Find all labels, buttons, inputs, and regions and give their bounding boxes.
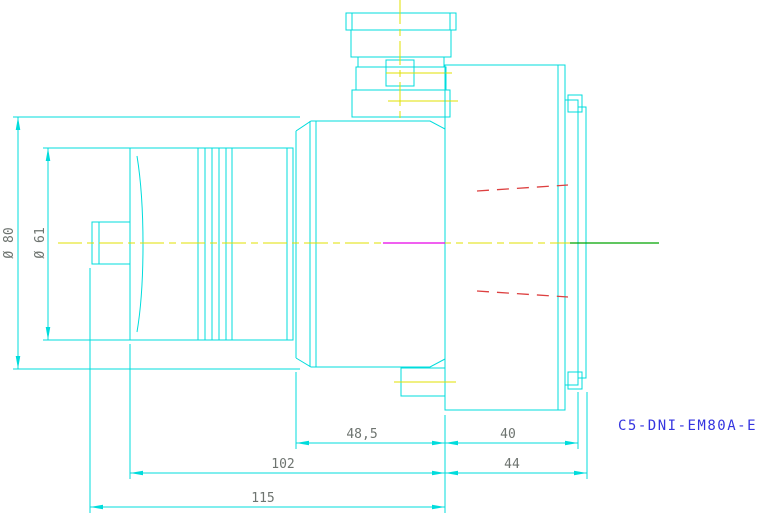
cap-outline — [345, 12, 457, 31]
dim-label-40: 40 — [500, 427, 516, 442]
mounting-flange — [564, 94, 587, 390]
front-barrel — [129, 147, 294, 341]
housing-outline — [444, 64, 566, 411]
hidden-lines — [476, 184, 569, 298]
dim-label-dia-61: Ø 61 — [33, 227, 48, 258]
dim-label-102: 102 — [271, 457, 294, 472]
dim-44: 44 — [445, 392, 588, 479]
dim-label-44: 44 — [504, 457, 520, 472]
knob-neck — [357, 56, 445, 68]
dim-48-5: 48,5 — [295, 372, 446, 513]
dim-dia-61: Ø 61 — [33, 147, 130, 341]
flange-screw-top — [567, 94, 583, 113]
dim-label-dia-80: Ø 80 — [2, 227, 17, 258]
barrel-top-edge — [295, 120, 446, 132]
part-number-label: C5-DNI-EM80A-E — [618, 418, 757, 434]
flange-screw-bottom — [567, 371, 583, 390]
barrel-bottom-edge — [295, 357, 446, 368]
knob-collar — [355, 66, 447, 91]
hidden-line-upper — [476, 184, 569, 192]
dim-dia-80: Ø 80 — [2, 116, 300, 370]
dim-label-115: 115 — [251, 491, 274, 506]
dim-115: 115 — [89, 268, 445, 513]
dim-label-48-5: 48,5 — [346, 427, 377, 442]
hidden-line-lower — [476, 290, 569, 298]
dim-102: 102 — [129, 344, 445, 479]
lens-surface-arc — [136, 155, 144, 333]
knob-base — [351, 89, 451, 118]
mid-barrel — [295, 120, 446, 368]
top-adjustment-assembly — [345, 0, 458, 122]
knob-body — [350, 29, 452, 58]
dim-40: 40 — [445, 392, 579, 449]
